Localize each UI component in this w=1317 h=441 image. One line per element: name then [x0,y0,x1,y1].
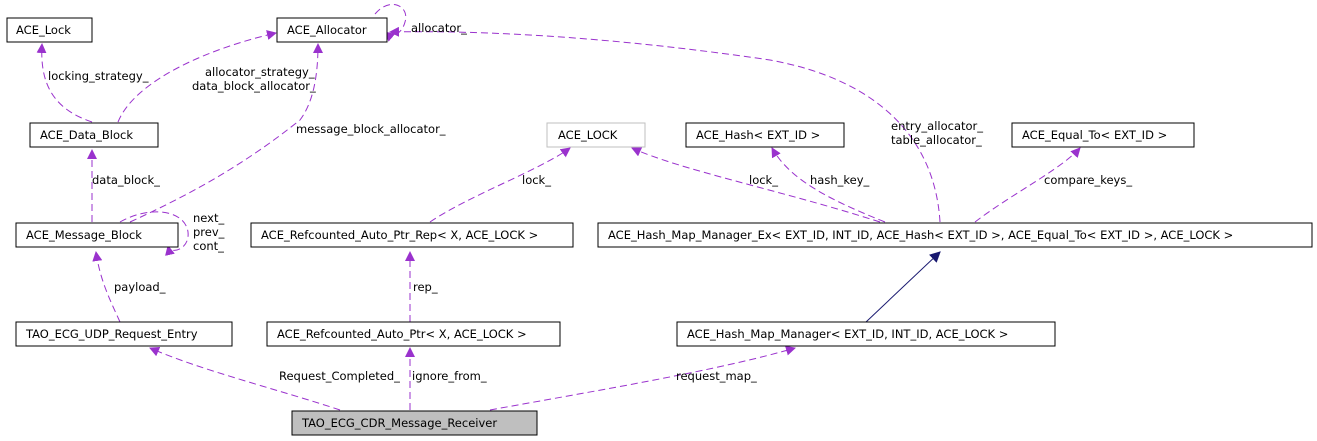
label-allocator-strategy: allocator_strategy_ [205,65,315,79]
label-data-block-allocator: data_block_allocator_ [192,79,316,93]
label-compare-keys: compare_keys_ [1044,173,1132,187]
edge-request-completed [149,347,341,411]
label-entry-allocator: entry_allocator_ [891,119,983,133]
node-ace-equal-to[interactable]: ACE_Equal_To< EXT_ID > [1011,122,1195,148]
edge-locking-strategy [36,43,93,123]
node-refcounted-auto-ptr-rep[interactable]: ACE_Refcounted_Auto_Ptr_Rep< X, ACE_LOCK… [250,222,574,248]
node-ace-lock-template[interactable]: ACE_LOCK [546,122,646,148]
edge-request-map [489,345,796,411]
edge-lock-hash [631,147,881,223]
nodes: ACE_Lock ACE_Allocator ACE_Data_Block AC… [6,17,1313,436]
node-ace-hash[interactable]: ACE_Hash< EXT_ID > [685,122,845,148]
label-table-allocator: table_allocator_ [891,133,982,147]
node-ace-allocator[interactable]: ACE_Allocator [276,17,388,43]
label-allocator-self: allocator_ [411,21,467,35]
node-ace-data-block-label: ACE_Data_Block [40,128,133,142]
label-message-block-allocator: message_block_allocator_ [296,122,446,136]
label-lock-rep: lock_ [522,173,551,187]
node-ace-hash-label: ACE_Hash< EXT_ID > [696,128,820,142]
label-request-completed: Request_Completed_ [279,369,400,383]
edge-message-block-self [119,211,189,256]
edge-labels: allocator_ locking_strategy_ allocator_s… [48,21,1132,383]
label-hash-key: hash_key_ [810,173,869,187]
edge-allocator-strategy [117,30,277,123]
node-refcounted-auto-ptr[interactable]: ACE_Refcounted_Auto_Ptr< X, ACE_LOCK > [266,321,561,347]
label-rep: rep_ [413,280,438,294]
node-ace-allocator-label: ACE_Allocator [287,23,367,37]
node-cdr-message-receiver-label: TAO_ECG_CDR_Message_Receiver [301,416,497,430]
node-ace-equal-to-label: ACE_Equal_To< EXT_ID > [1022,128,1167,142]
node-ace-lock-template-label: ACE_LOCK [558,128,618,142]
edge-payload [92,251,121,323]
edge-entry-allocator [389,26,941,223]
node-ace-message-block-label: ACE_Message_Block [26,228,142,242]
node-ace-lock[interactable]: ACE_Lock [6,17,93,43]
label-cont: cont_ [193,239,224,253]
node-ace-message-block[interactable]: ACE_Message_Block [15,222,179,248]
edge-hash-key [771,147,886,223]
node-udp-request-entry[interactable]: TAO_ECG_UDP_Request_Entry [15,321,233,347]
node-cdr-message-receiver[interactable]: TAO_ECG_CDR_Message_Receiver [291,410,538,436]
edge-allocator-self [374,3,407,42]
edge-inherit-hash-map [865,251,941,323]
node-hash-map-manager-ex-label: ACE_Hash_Map_Manager_Ex< EXT_ID, INT_ID,… [608,228,1233,242]
label-request-map: request_map_ [676,369,757,383]
edge-message-block-allocator [129,43,323,223]
node-hash-map-manager-ex[interactable]: ACE_Hash_Map_Manager_Ex< EXT_ID, INT_ID,… [597,222,1313,248]
node-hash-map-manager-label: ACE_Hash_Map_Manager< EXT_ID, INT_ID, AC… [687,327,1008,341]
edge-compare-keys [974,147,1081,223]
label-ignore-from: ignore_from_ [412,369,487,383]
label-lock-hash: lock_ [749,173,778,187]
node-refcounted-auto-ptr-rep-label: ACE_Refcounted_Auto_Ptr_Rep< X, ACE_LOCK… [261,228,538,242]
node-udp-request-entry-label: TAO_ECG_UDP_Request_Entry [25,327,198,341]
edges [36,3,1081,411]
edge-lock-rep [429,147,571,223]
node-ace-lock-label: ACE_Lock [16,23,71,37]
label-locking-strategy: locking_strategy_ [48,69,149,83]
node-hash-map-manager[interactable]: ACE_Hash_Map_Manager< EXT_ID, INT_ID, AC… [676,321,1056,347]
label-payload: payload_ [114,280,166,294]
node-refcounted-auto-ptr-label: ACE_Refcounted_Auto_Ptr< X, ACE_LOCK > [277,327,527,341]
label-next: next_ [193,211,224,225]
label-prev: prev_ [193,225,225,239]
label-data-block: data_block_ [92,173,160,187]
node-ace-data-block[interactable]: ACE_Data_Block [29,122,159,148]
